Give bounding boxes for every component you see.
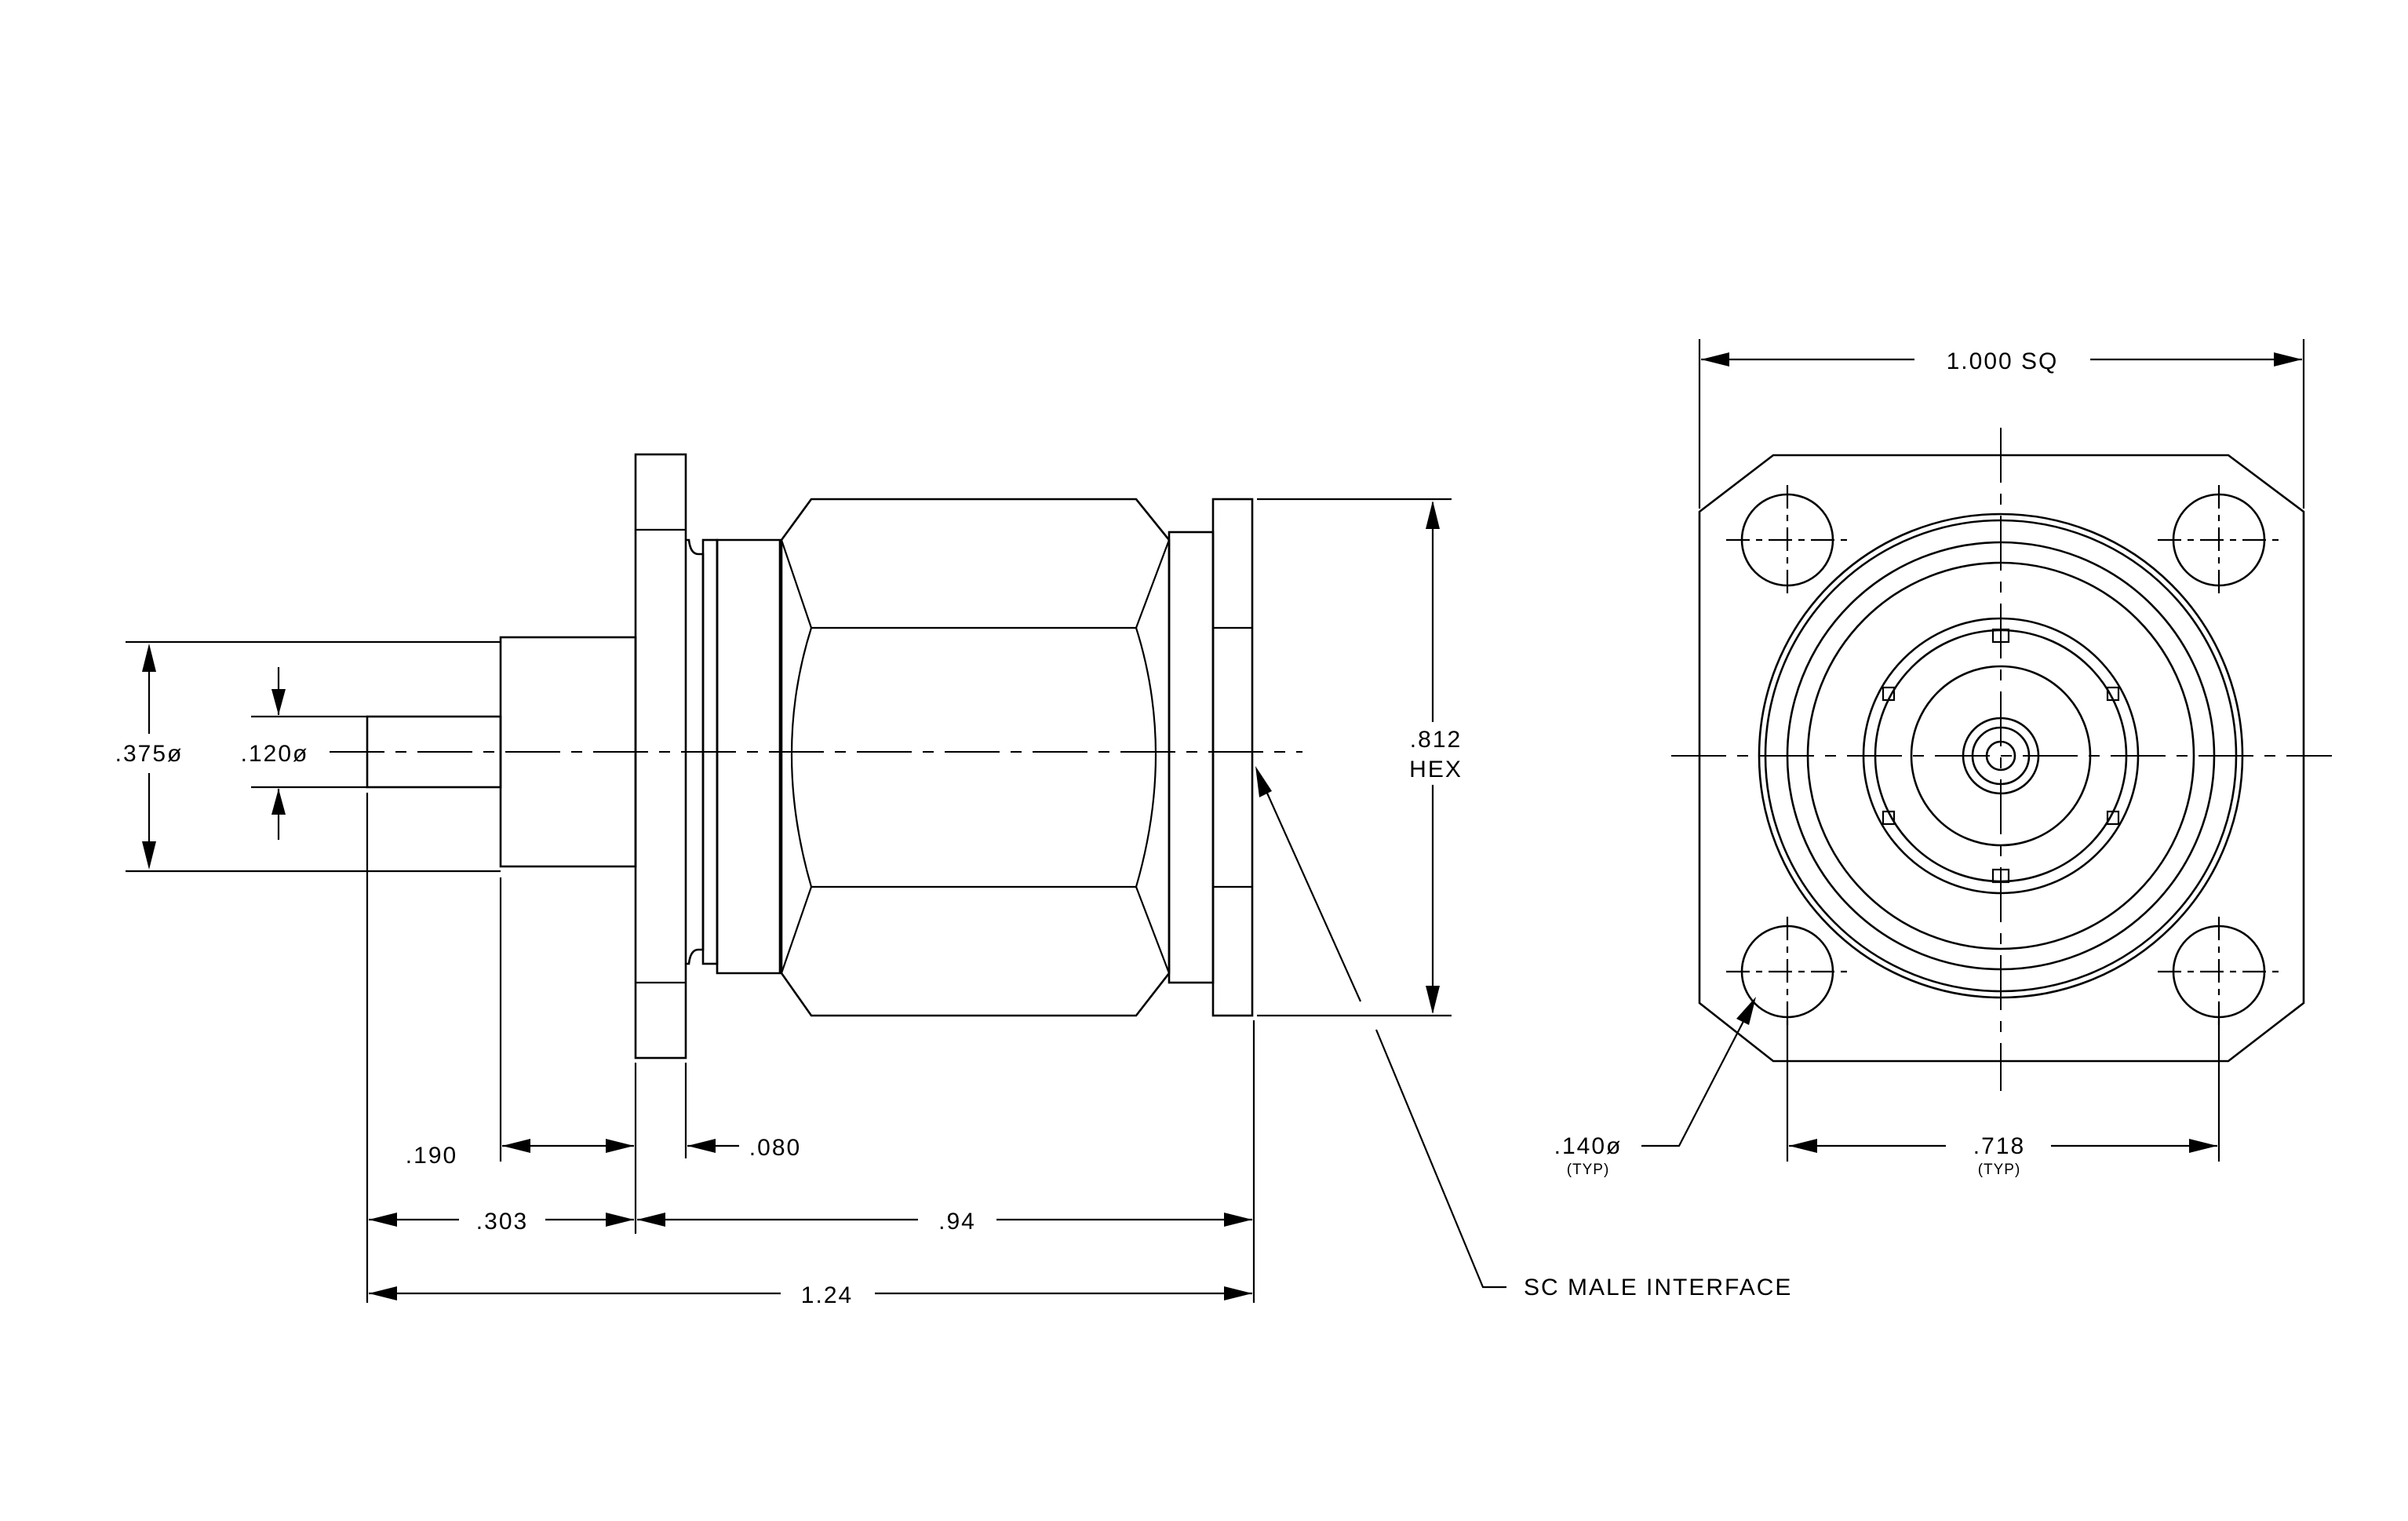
dim-94: .94 <box>938 1209 976 1235</box>
dim-hole-diameter-typ: (TYP) <box>1567 1162 1610 1178</box>
dim-190: .190 <box>406 1143 457 1169</box>
dim-hex-value: .812 <box>1410 727 1462 753</box>
dim-hole-spacing-typ: (TYP) <box>1978 1162 2021 1178</box>
dim-hole-diameter: .140ø <box>1554 1133 1623 1159</box>
coupling-flange <box>1211 498 1254 1017</box>
center-contact <box>1985 740 2016 771</box>
coupling-rings <box>1758 512 2244 999</box>
dim-square-width: 1.000 SQ <box>1947 348 2059 374</box>
hex-nut <box>780 498 1171 1017</box>
dim-pin-diameter: .120ø <box>241 741 309 767</box>
dim-hole-spacing: .718 <box>1973 1133 2025 1159</box>
front-ring <box>1168 531 1215 984</box>
dim-outer-diameter: .375ø <box>115 741 184 767</box>
dim-124: 1.24 <box>801 1282 853 1308</box>
side-view: .375ø .120ø .812 HEX .190 .080 <box>115 453 1792 1312</box>
dim-303: .303 <box>476 1209 528 1235</box>
mounting-flange <box>634 453 687 1060</box>
dim-080: .080 <box>749 1135 801 1161</box>
mounting-holes <box>1726 485 2280 1027</box>
square-flange <box>1698 454 2305 1063</box>
interface-callout: SC MALE INTERFACE <box>1524 1275 1792 1300</box>
front-view: 1.000 SQ .718 (TYP) .140ø (TYP) <box>1554 339 2332 1178</box>
dim-hex-label: HEX <box>1409 757 1463 782</box>
